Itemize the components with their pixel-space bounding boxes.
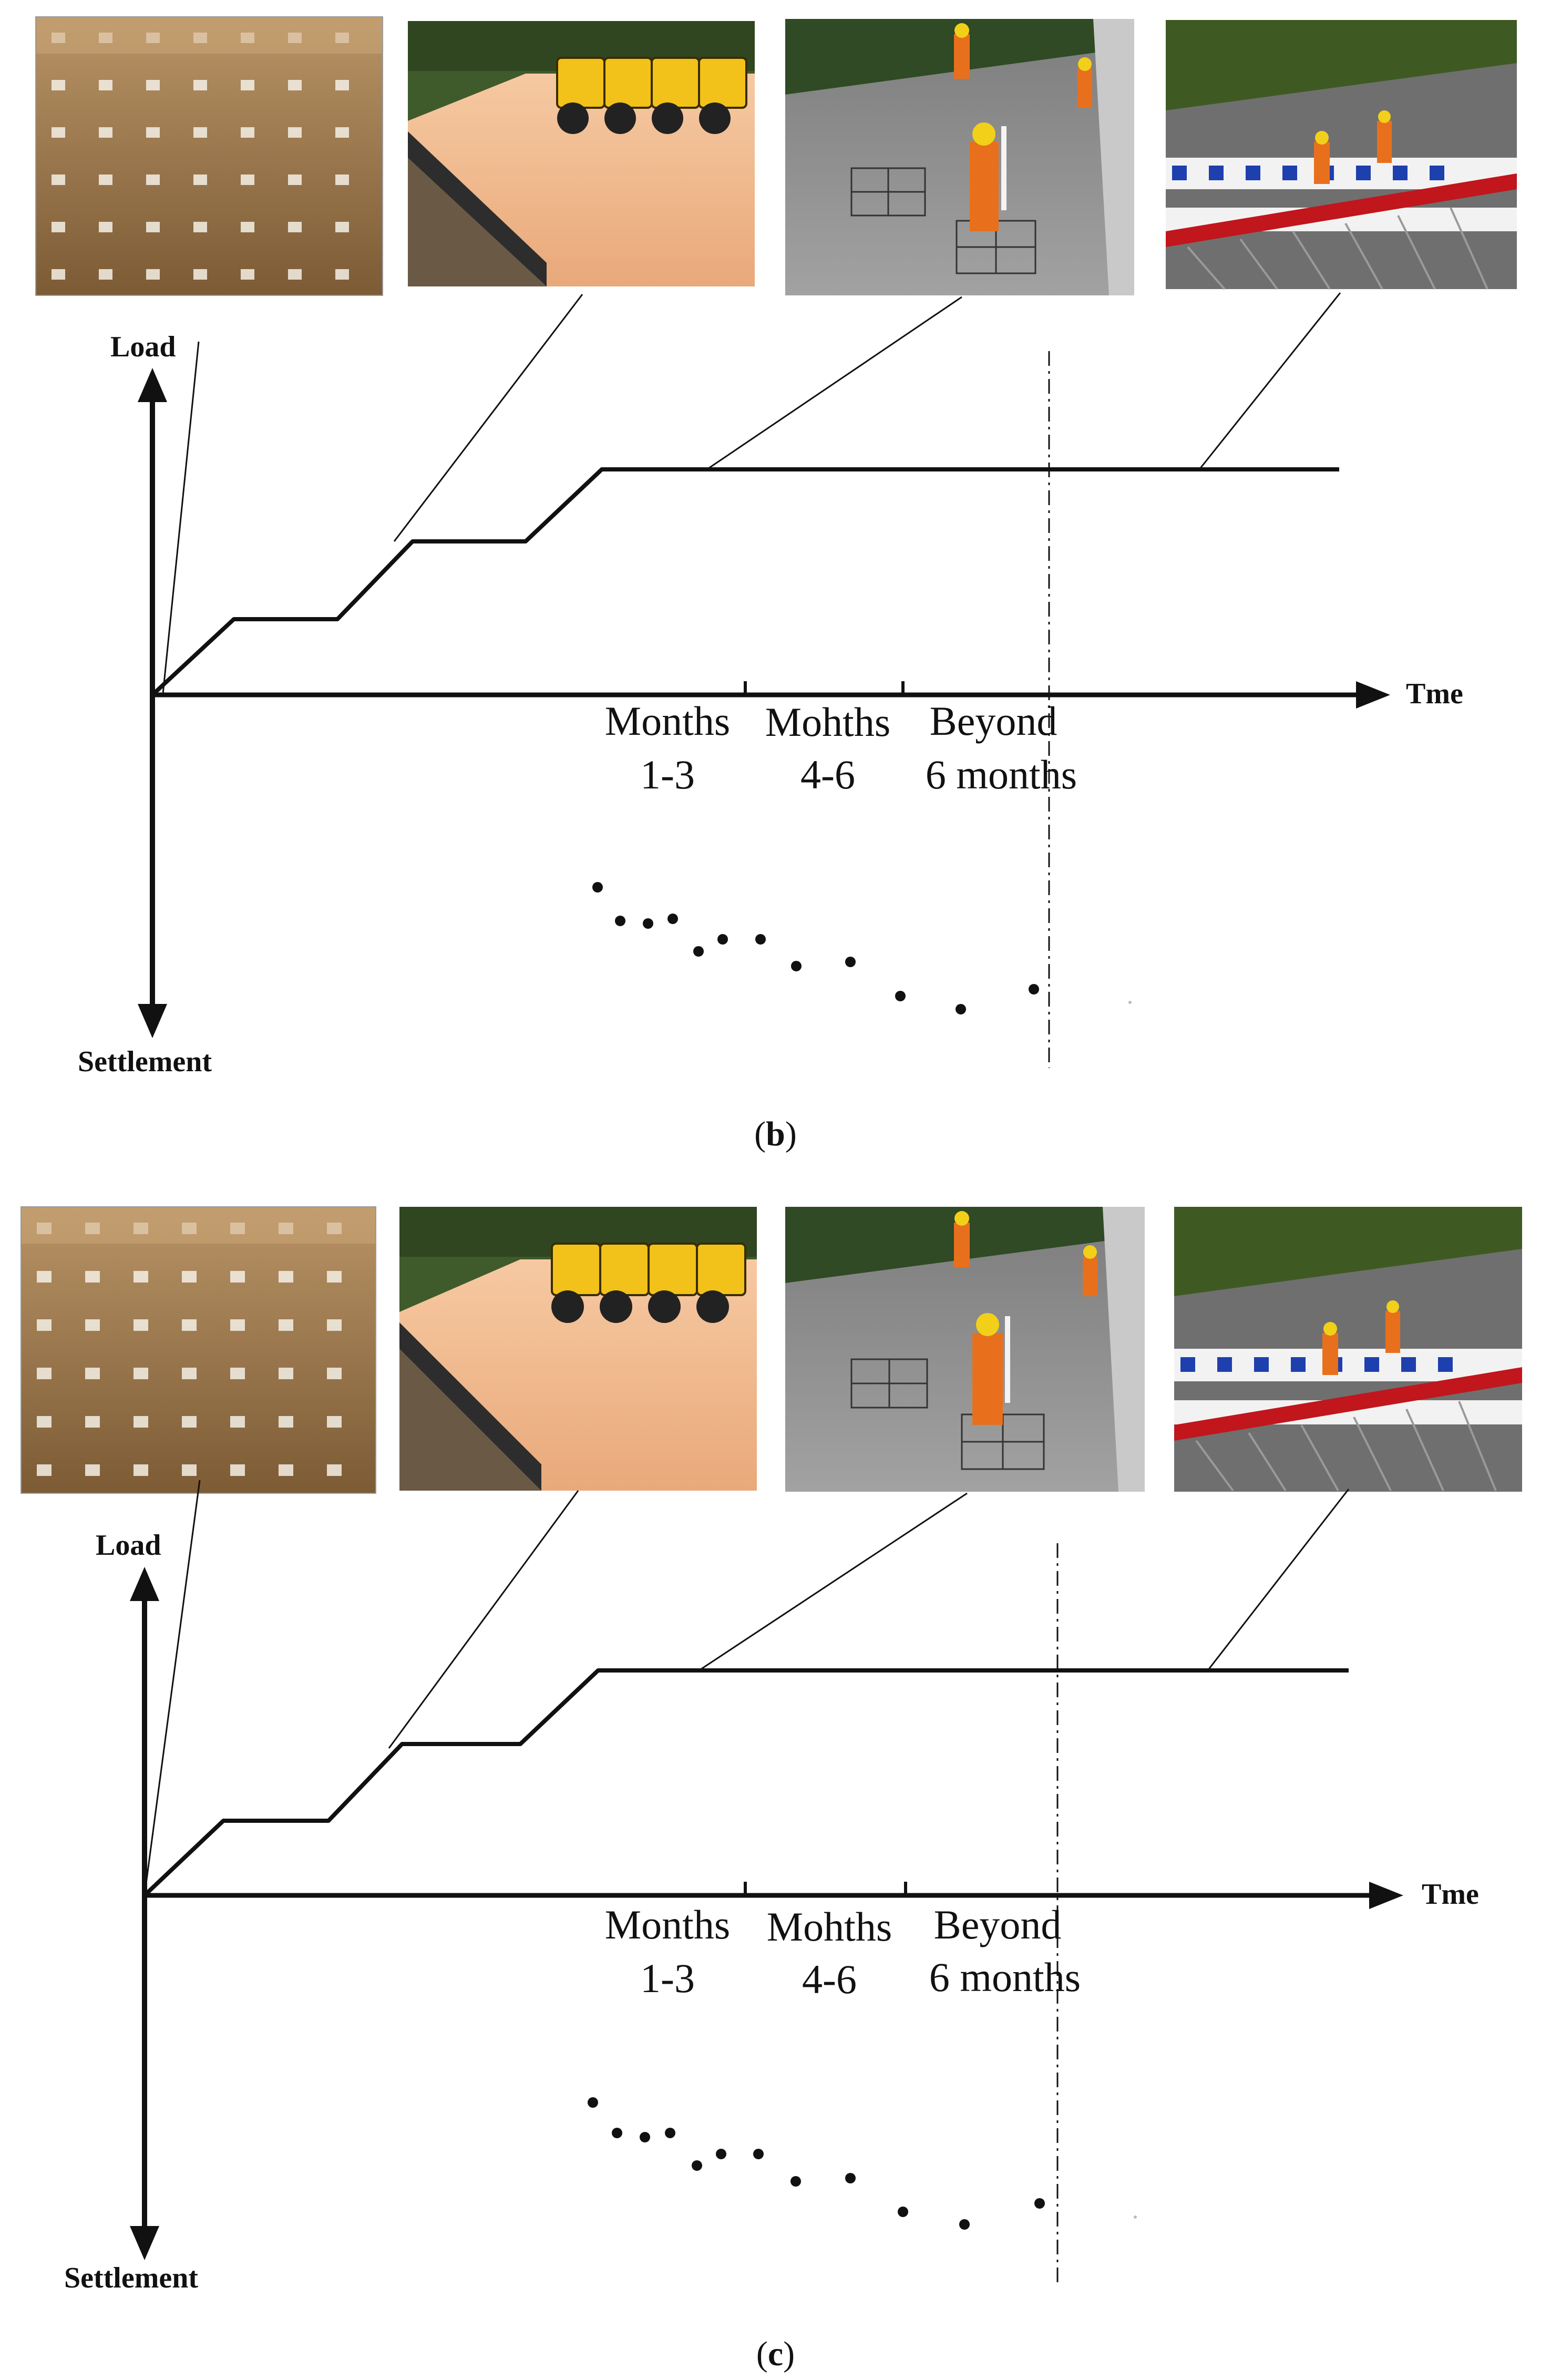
settlement-point xyxy=(665,2128,675,2138)
settlement-point xyxy=(755,934,766,945)
settlement-point xyxy=(845,957,856,967)
period-label-line1: Mohths xyxy=(765,699,890,745)
settlement-point xyxy=(592,882,603,892)
settlement-point xyxy=(693,946,704,957)
settlement-points-b xyxy=(592,882,1132,1014)
settlement-axis-label: Settlement xyxy=(78,1045,212,1078)
settlement-point xyxy=(692,2160,702,2171)
period-label-line2: 6 months xyxy=(926,752,1077,797)
settlement-point xyxy=(1034,2198,1045,2209)
surveyors-on-road-image xyxy=(785,19,1134,295)
caption-paren-close: ) xyxy=(783,2335,795,2373)
period-label-line1: Beyond xyxy=(934,1902,1062,1947)
caption-paren-open: ( xyxy=(754,1115,766,1153)
period-label-line1: Months xyxy=(605,698,730,744)
settlement-point xyxy=(959,2219,970,2230)
figure-panel-c: Load Settlement Tme Months 1-3 Mohths 4-… xyxy=(0,1175,1551,2380)
settlement-point xyxy=(753,2149,764,2159)
diagram-c: Load Settlement Tme Months 1-3 Mohths 4-… xyxy=(20,1206,1522,2294)
period-label-line2: 4-6 xyxy=(802,1956,857,2002)
load-arrowhead-b xyxy=(138,368,167,402)
surveyors-on-road-image xyxy=(785,1207,1145,1492)
time-arrowhead-c xyxy=(1369,1882,1403,1909)
period-label-line2: 4-6 xyxy=(800,752,855,797)
period-label-line1: Months xyxy=(605,1902,730,1947)
settlement-points-c xyxy=(588,2097,1137,2230)
settlement-point xyxy=(791,961,802,971)
load-arrowhead-c xyxy=(130,1567,159,1601)
railway-track-image xyxy=(1174,1207,1522,1492)
settlement-point xyxy=(640,2132,650,2142)
settlement-point xyxy=(615,916,625,926)
time-ticks-c xyxy=(744,1882,907,1895)
soil-with-markers-image xyxy=(35,16,383,296)
load-axis-label: Load xyxy=(110,331,176,363)
load-curve-c xyxy=(143,1668,1349,1897)
settlement-point xyxy=(790,2176,801,2187)
leader-lines-c xyxy=(143,1480,1350,1896)
settlement-point xyxy=(1128,1001,1132,1004)
caption-letter: b xyxy=(766,1115,785,1153)
caption-paren-open: ( xyxy=(756,2335,768,2373)
caption-letter: c xyxy=(767,2335,784,2373)
settlement-arrowhead-b xyxy=(138,1004,167,1038)
period-label-line2: 1-3 xyxy=(640,1955,695,2001)
leader-lines-b xyxy=(162,292,1341,694)
settlement-point xyxy=(956,1004,966,1014)
time-arrowhead-b xyxy=(1356,681,1390,709)
compactors-on-embankment-image xyxy=(408,21,755,286)
period-label-line1: Beyond xyxy=(930,698,1057,744)
settlement-point xyxy=(845,2173,856,2183)
period-label-line2: 1-3 xyxy=(640,752,695,797)
settlement-point xyxy=(667,914,678,924)
railway-track-image xyxy=(1166,20,1517,290)
settlement-point xyxy=(643,918,653,929)
time-ticks-b xyxy=(744,681,905,695)
settlement-point xyxy=(1029,984,1039,994)
period-label-line1: Mohths xyxy=(767,1904,892,1950)
settlement-point xyxy=(895,991,906,1001)
caption-paren-close: ) xyxy=(785,1115,797,1153)
time-axis-label: Tme xyxy=(1406,678,1463,710)
diagram-b: Load Settlement Tme Months 1-3 Mohths 4-… xyxy=(35,16,1517,1078)
settlement-point xyxy=(898,2207,908,2217)
period-label-line2: 6 months xyxy=(929,1954,1081,2000)
panel-caption-b: (b) xyxy=(0,1114,1551,1154)
settlement-point xyxy=(612,2128,622,2138)
soil-with-markers-image xyxy=(20,1206,376,1494)
settlement-point xyxy=(717,934,728,945)
settlement-point xyxy=(1134,2215,1137,2219)
time-axis-label: Tme xyxy=(1422,1878,1479,1911)
settlement-axis-label: Settlement xyxy=(64,2262,198,2294)
load-axis-label: Load xyxy=(96,1529,161,1562)
compactors-on-embankment-image xyxy=(399,1207,757,1491)
panel-caption-c: (c) xyxy=(0,2334,1551,2374)
figure-panel-b: Load Settlement Tme Months 1-3 Mohths 4-… xyxy=(0,0,1551,1172)
load-curve-b xyxy=(151,467,1339,696)
settlement-point xyxy=(716,2149,726,2159)
settlement-point xyxy=(588,2097,598,2108)
settlement-arrowhead-c xyxy=(130,2226,159,2260)
